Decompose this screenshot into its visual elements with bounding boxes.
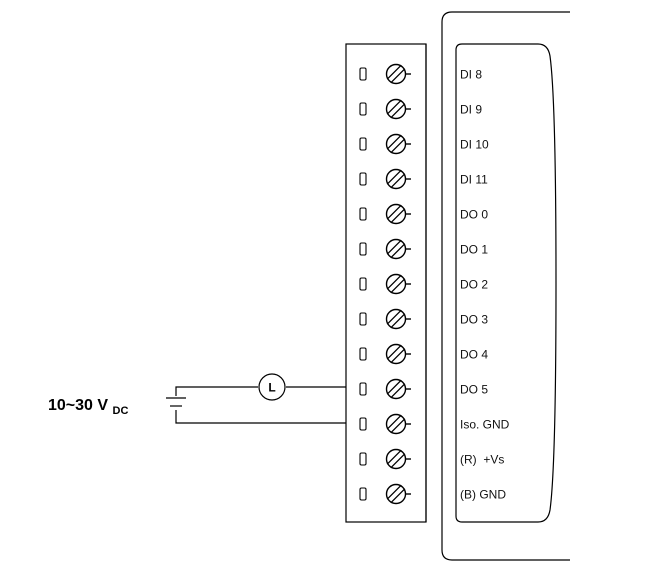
terminal-row: DI 11: [360, 170, 488, 189]
terminal-row: DO 0: [360, 205, 488, 224]
external-wiring: L: [166, 374, 346, 423]
wire-slot: [360, 243, 366, 255]
terminal-label: DO 5: [460, 383, 488, 397]
wire-slot: [360, 418, 366, 430]
wire-slot: [360, 103, 366, 115]
wire-slot: [360, 453, 366, 465]
wire-slot: [360, 68, 366, 80]
supply-positive-wire: [176, 387, 258, 396]
terminal-row: DO 3: [360, 310, 488, 329]
terminal-label: DO 0: [460, 208, 488, 222]
screw-icon: [387, 65, 406, 84]
screw-icon: [387, 345, 406, 364]
terminal-rows: DI 8 DI 9 DI 10 DI 11 DO 0 DO 1 DO 2 DO 3 DO 4 DO…: [360, 65, 510, 504]
wire-slot: [360, 138, 366, 150]
terminal-row: DI 8: [360, 65, 482, 84]
load-label: L: [268, 381, 275, 395]
screw-icon: [387, 415, 406, 434]
screw-icon: [387, 275, 406, 294]
terminal-row: DI 10: [360, 135, 489, 154]
terminal-label: (R) +Vs: [460, 453, 504, 467]
screw-icon: [387, 205, 406, 224]
screw-icon: [387, 380, 406, 399]
terminal-label: DO 2: [460, 278, 488, 292]
screw-icon: [387, 100, 406, 119]
screw-icon: [387, 170, 406, 189]
wire-slot: [360, 208, 366, 220]
terminal-row: DO 2: [360, 275, 488, 294]
terminal-row: DI 9: [360, 100, 482, 119]
terminal-label: DI 9: [460, 103, 482, 117]
wire-slot: [360, 488, 366, 500]
terminal-row: DO 5: [360, 380, 488, 399]
terminal-label: DI 8: [460, 68, 482, 82]
screw-icon: [387, 485, 406, 504]
wire-slot: [360, 278, 366, 290]
supply-voltage-main: 10~30 V: [48, 397, 108, 414]
terminal-row: DO 1: [360, 240, 488, 259]
terminal-label: Iso. GND: [460, 418, 510, 432]
screw-icon: [387, 240, 406, 259]
terminal-row: DO 4: [360, 345, 488, 364]
screw-icon: [387, 450, 406, 469]
wire-slot: [360, 348, 366, 360]
wire-slot: [360, 173, 366, 185]
screw-icon: [387, 310, 406, 329]
screw-icon: [387, 135, 406, 154]
terminal-row: (B) GND: [360, 485, 506, 504]
terminal-row: (R) +Vs: [360, 450, 504, 469]
supply-voltage-label: 10~30 V DC: [48, 397, 128, 417]
supply-negative-wire: [176, 410, 346, 423]
terminal-label: DI 11: [460, 173, 488, 187]
terminal-row: Iso. GND: [360, 415, 510, 434]
terminal-label: DO 1: [460, 243, 488, 257]
terminal-label: (B) GND: [460, 488, 506, 502]
terminal-label: DO 3: [460, 313, 488, 327]
terminal-label: DI 10: [460, 138, 489, 152]
supply-voltage-subscript: DC: [113, 405, 129, 417]
wire-slot: [360, 383, 366, 395]
wire-slot: [360, 313, 366, 325]
terminal-label: DO 4: [460, 348, 488, 362]
